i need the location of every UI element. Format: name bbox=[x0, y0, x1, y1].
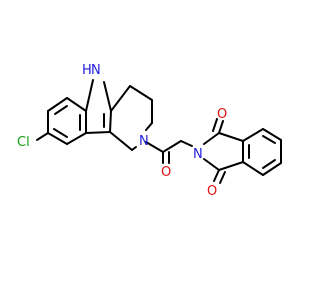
imide-oxygen-top-label: O bbox=[217, 107, 227, 122]
bond bbox=[218, 132, 244, 142]
bond-c-n bbox=[180, 140, 193, 147]
bond bbox=[242, 128, 264, 142]
bond bbox=[110, 85, 131, 112]
bond bbox=[66, 132, 87, 145]
bond-double-inner bbox=[262, 159, 276, 169]
bond bbox=[66, 97, 87, 112]
bond bbox=[262, 128, 282, 141]
atom-labels: Cl H N N O N O O bbox=[17, 63, 227, 199]
bond-cl-c bbox=[36, 132, 49, 141]
bond bbox=[85, 131, 111, 134]
bond-double-inner bbox=[53, 128, 68, 138]
bond-n-c bbox=[203, 132, 220, 145]
imide-oxygen-bottom-label: O bbox=[207, 184, 217, 199]
chlorine-atom-label: Cl bbox=[17, 135, 30, 150]
indole-hydrogen-label: H bbox=[82, 63, 92, 78]
bond bbox=[109, 131, 133, 151]
bond-n-c bbox=[203, 158, 220, 171]
bond-c-o-double bbox=[219, 171, 226, 184]
bond bbox=[47, 97, 68, 112]
bond-double-inner bbox=[262, 135, 276, 144]
bond bbox=[162, 140, 182, 153]
bond-nh-c bbox=[103, 81, 112, 112]
imide-nitrogen-label: N bbox=[193, 147, 203, 162]
bond bbox=[129, 85, 153, 101]
amide-oxygen-label: O bbox=[161, 165, 171, 180]
bond-n-c bbox=[145, 141, 164, 153]
bond-c-o-double bbox=[212, 118, 218, 132]
molecule-structure: Cl H N N O N O O bbox=[17, 63, 282, 199]
bond bbox=[262, 162, 282, 176]
bond-skeleton bbox=[36, 79, 282, 184]
piperidine-nitrogen-label: N bbox=[139, 134, 149, 149]
bond-double-inner bbox=[54, 105, 68, 115]
bond bbox=[47, 132, 68, 145]
bond-c-o bbox=[213, 169, 220, 182]
indole-nitrogen-label: N bbox=[91, 63, 101, 78]
bond bbox=[242, 161, 264, 176]
bond-c-o bbox=[218, 120, 224, 134]
bond-c-n bbox=[145, 122, 153, 131]
bond bbox=[218, 161, 244, 171]
bond-c-nh bbox=[85, 79, 94, 112]
bond bbox=[109, 110, 112, 133]
